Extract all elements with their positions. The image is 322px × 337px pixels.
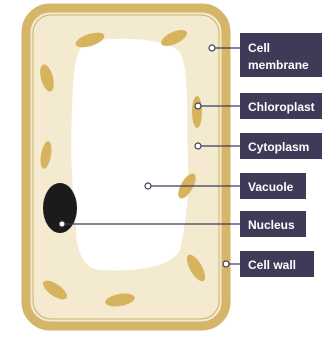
chloroplast <box>192 96 202 128</box>
label-nucleus: Nucleus <box>240 211 306 237</box>
label-cell-wall-text: Cell wall <box>248 258 296 272</box>
label-nucleus-text: Nucleus <box>248 218 295 232</box>
vacuole <box>71 39 188 271</box>
label-cytoplasm: Cytoplasm <box>240 133 322 159</box>
label-vacuole: Vacuole <box>240 173 306 199</box>
label-cell-membrane: Cell membrane <box>240 33 322 77</box>
label-vacuole-text: Vacuole <box>248 180 294 194</box>
label-chloroplast-text: Chloroplast <box>248 100 315 114</box>
label-chloroplast: Chloroplast <box>240 93 322 119</box>
label-cytoplasm-text: Cytoplasm <box>248 140 309 154</box>
label-cell-wall: Cell wall <box>240 251 314 277</box>
label-cell-membrane-line1: Cell <box>248 41 270 55</box>
label-cell-membrane-line2: membrane <box>248 58 309 72</box>
